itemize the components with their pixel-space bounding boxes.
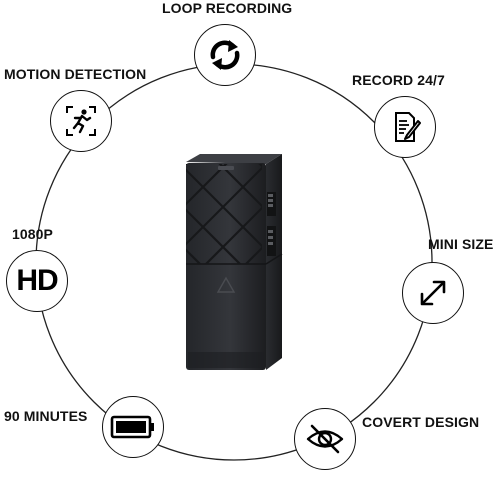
record-24-7-label: RECORD 24/7 (352, 72, 445, 88)
mini-size-badge (402, 262, 464, 324)
resolution-label: 1080P (12, 226, 53, 242)
motion-detection-badge (50, 90, 112, 152)
loop-recording-badge (194, 24, 256, 86)
hd-icon: HD (16, 264, 58, 297)
battery-full-icon (110, 415, 154, 439)
mini-size-label: MINI SIZE (428, 236, 494, 252)
diagonal-arrows-icon (420, 280, 446, 306)
covert-design-badge (294, 408, 356, 470)
record-24-7-badge (374, 96, 436, 158)
resolution-badge: HD (6, 250, 68, 312)
running-person-icon (66, 106, 96, 136)
covert-design-label: COVERT DESIGN (362, 414, 480, 430)
document-pen-icon (395, 112, 421, 142)
motion-detection-label: MOTION DETECTION (4, 66, 147, 82)
battery-label: 90 MINUTES (4, 408, 88, 424)
loop-arrows-icon (210, 40, 240, 70)
eye-slash-icon (306, 424, 344, 454)
loop-recording-label: LOOP RECORDING (162, 0, 293, 16)
mini-camera-device (186, 154, 283, 370)
battery-badge (102, 396, 164, 458)
